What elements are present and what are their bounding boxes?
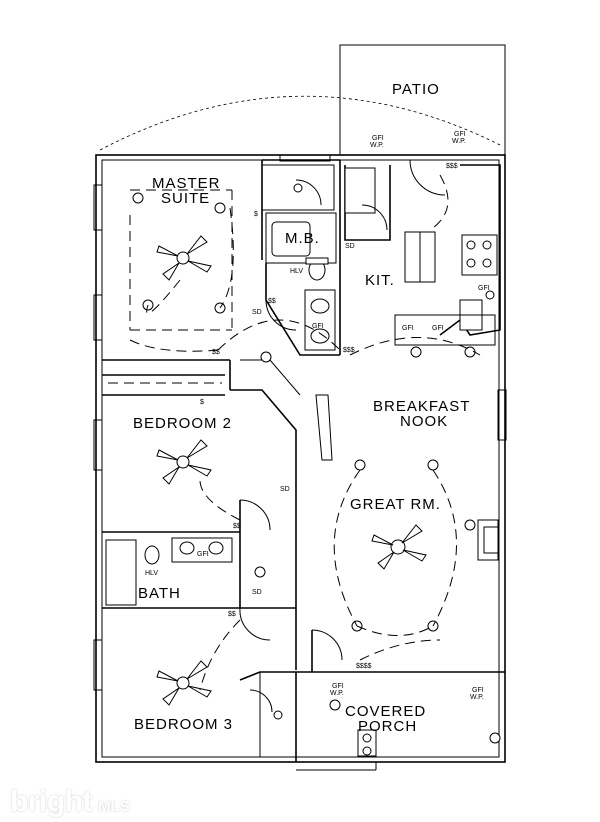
annotations: SD SD SD SD HLV HLV GFI GFI GFI GFI GFI … <box>145 131 490 701</box>
gfi-wp-label-2: W.P. <box>470 694 484 701</box>
ceiling-fans <box>156 235 427 706</box>
breakfast-nook-label-1: BREAKFAST <box>373 398 470 415</box>
sd-label: SD <box>345 243 355 250</box>
kitchen-label: KIT. <box>365 272 395 289</box>
fan-icon-bedroom3 <box>156 660 212 706</box>
gfi-label: GFI <box>312 323 324 330</box>
sd-label: SD <box>280 486 290 493</box>
gfi-wp-label-2: W.P. <box>330 690 344 697</box>
switch-label: $ <box>254 211 258 218</box>
bedroom3-label: BEDROOM 3 <box>134 716 233 733</box>
switch-label: $$ <box>233 523 241 530</box>
gfi-label: GFI <box>432 325 444 332</box>
sd-label: SD <box>252 589 262 596</box>
gfi-label: GFI <box>402 325 414 332</box>
switch-label: $$$$ <box>356 663 372 670</box>
bath-label: BATH <box>138 585 181 602</box>
sd-label: SD <box>252 309 262 316</box>
recessed-lights <box>132 183 501 744</box>
windows <box>93 154 507 691</box>
switch-label: $$$ <box>343 347 355 354</box>
patio-outline <box>99 44 506 155</box>
fan-icon-greatroom <box>371 524 427 570</box>
switch-label: $ <box>200 399 204 406</box>
bedroom2-label: BEDROOM 2 <box>133 415 232 432</box>
gfi-label: GFI <box>478 285 490 292</box>
covered-porch-label-1: COVERED <box>345 703 426 720</box>
hlv-label: HLV <box>145 570 158 577</box>
breakfast-nook-label-2: NOOK <box>400 413 448 430</box>
hlv-label: HLV <box>290 268 303 275</box>
gfi-wp-label-1: GFI <box>332 683 344 690</box>
room-labels: PATIO MASTER SUITE M.B. KIT. BREAKFAST N… <box>133 81 470 735</box>
gfi-label: GFI <box>197 551 209 558</box>
gfi-wp-label-1: GFI <box>372 135 384 142</box>
watermark-mls: MLS <box>97 798 130 815</box>
wiring <box>129 174 481 691</box>
master-bath-label: M.B. <box>285 230 320 247</box>
switch-label: $$ <box>228 611 236 618</box>
master-suite-label-2: SUITE <box>161 190 210 207</box>
watermark-brand: bright <box>10 785 92 818</box>
switch-label: $$$ <box>446 163 458 170</box>
gfi-wp-label-2: W.P. <box>452 138 466 145</box>
master-suite-label-1: MASTER <box>152 175 221 192</box>
great-room-label: GREAT RM. <box>350 496 441 513</box>
gfi-wp-label-1: GFI <box>454 131 466 138</box>
patio-label: PATIO <box>392 81 440 98</box>
fan-icon-master <box>156 235 212 281</box>
bright-mls-watermark: bright MLS <box>10 785 130 819</box>
fan-icon-bedroom2 <box>156 439 212 485</box>
switch-label: $$ <box>268 298 276 305</box>
door-swings <box>239 159 446 713</box>
switch-label: $$ <box>212 349 220 356</box>
covered-porch-label-2: PORCH <box>358 718 417 735</box>
gfi-wp-label-1: GFI <box>472 687 484 694</box>
gfi-wp-label-2: W.P. <box>370 142 384 149</box>
